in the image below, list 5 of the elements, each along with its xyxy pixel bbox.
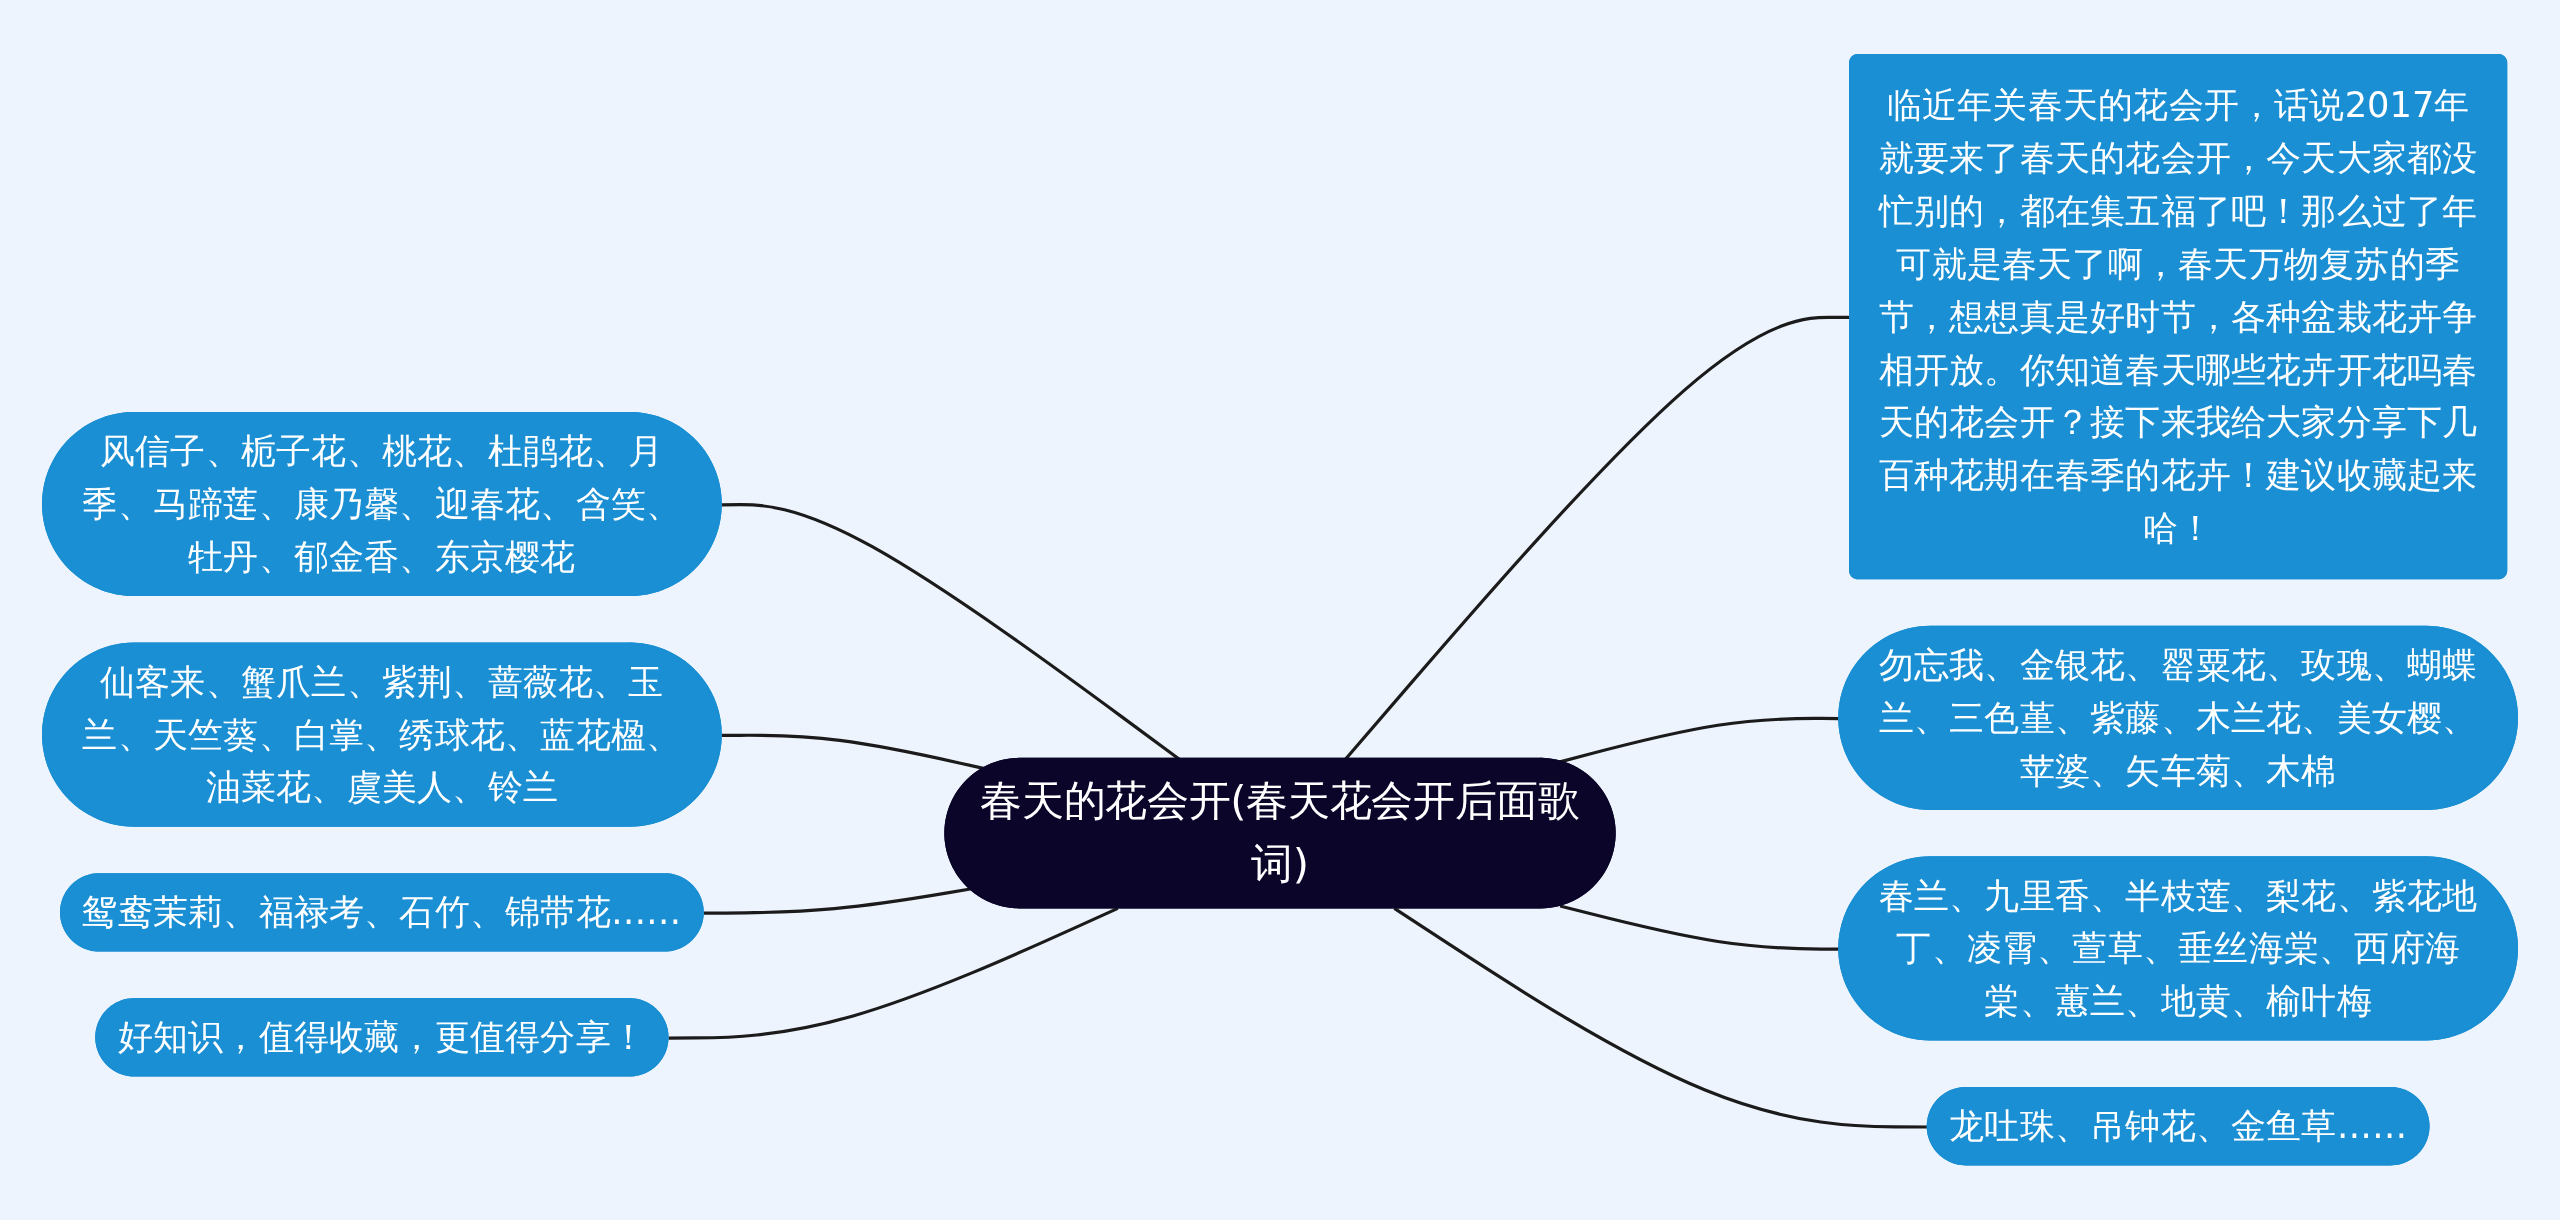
connector — [668, 907, 1119, 1040]
connector — [1559, 717, 1840, 764]
connector — [721, 733, 985, 771]
connector — [1559, 904, 1840, 952]
connector — [703, 887, 971, 916]
